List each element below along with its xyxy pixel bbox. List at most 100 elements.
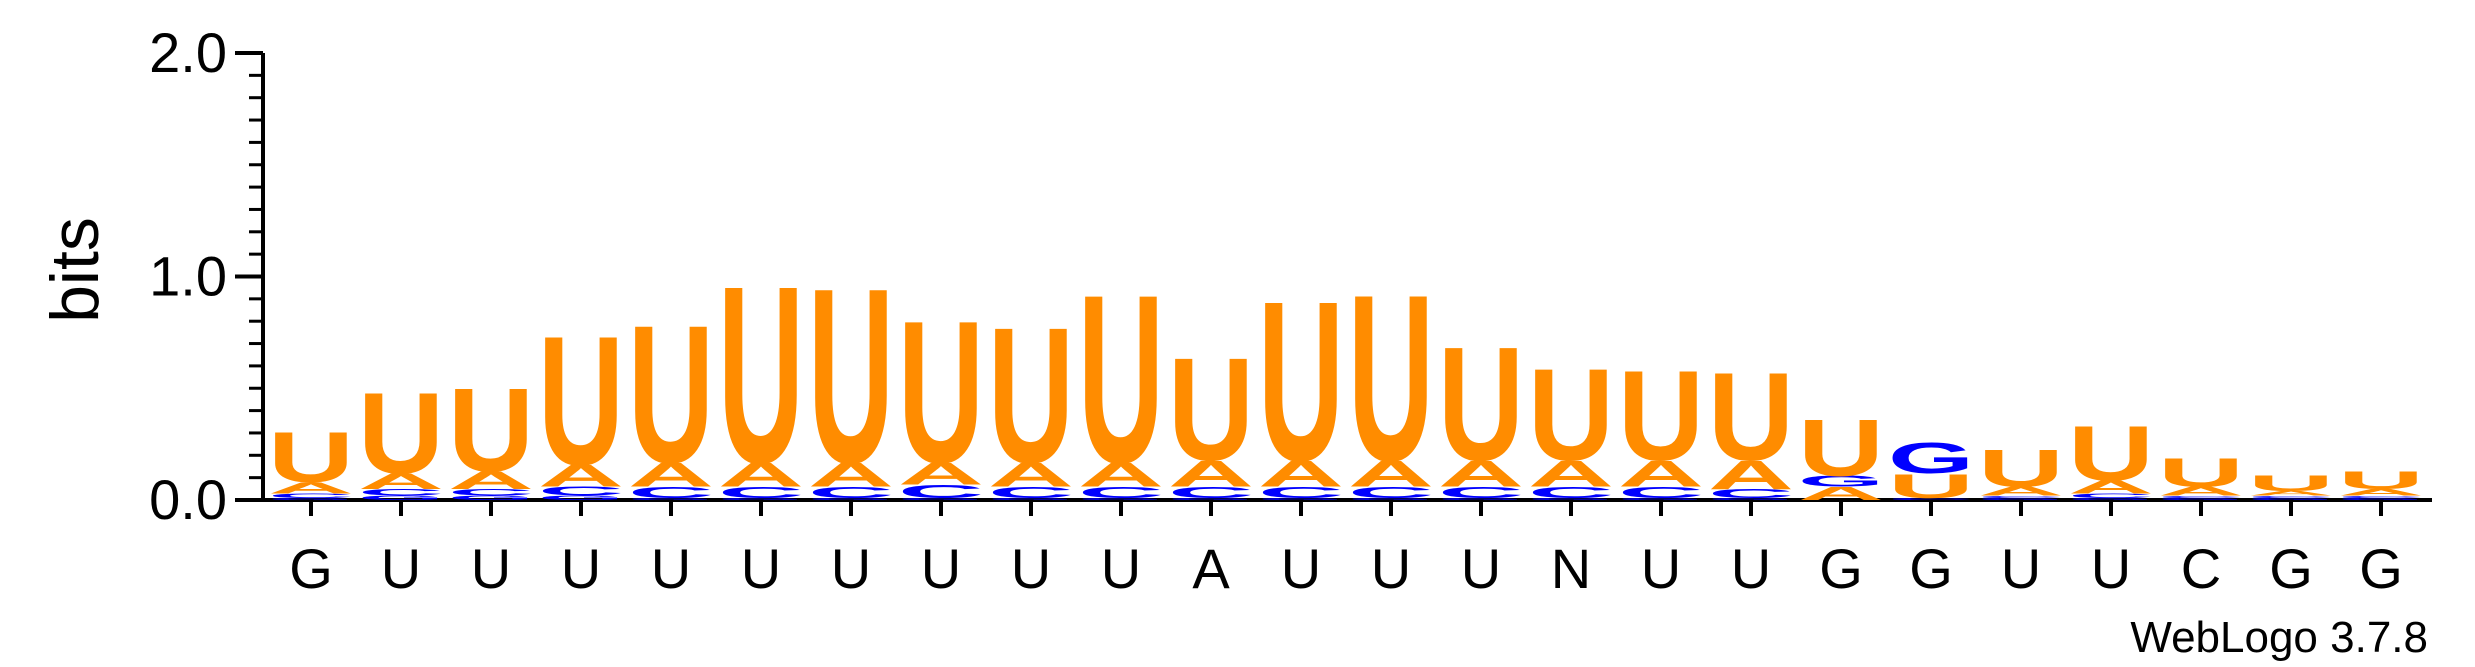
logo-letter-C: C [2068, 492, 2154, 499]
logo-letter-A: A [2068, 477, 2154, 498]
logo-letter-C: C [1258, 484, 1344, 501]
logo-letter-G: G [358, 494, 444, 501]
x-tick-label: G [1909, 537, 1953, 600]
logo-letter-G: G [1978, 497, 2064, 501]
logo-letter-U: U [1258, 253, 1344, 509]
axes: 0.01.02.0 [149, 21, 2432, 531]
logo-letter-A: A [358, 469, 444, 493]
logo-letter-U: U [1978, 439, 2064, 498]
logo-letter-G: G [628, 497, 714, 501]
logo-letter-G: G [1078, 497, 1164, 501]
logo-letter-G: G [718, 497, 804, 501]
logo-letter-A: A [2248, 490, 2334, 497]
x-tick-label: U [561, 537, 601, 600]
logo-letter-G: G [2338, 497, 2424, 501]
y-axis-label: bits [37, 217, 113, 323]
logo-letter-A: A [1258, 453, 1344, 495]
logo-letter-C: C [988, 484, 1074, 501]
logo-letter-G: G [1258, 497, 1344, 501]
logo-letter-C: C [1348, 484, 1434, 501]
logo-letter-C: C [628, 484, 714, 501]
x-tick-label: U [2001, 537, 2041, 600]
logo-letter-G: G [1798, 473, 1884, 490]
logo-letter-A: A [718, 456, 804, 494]
logo-letter-U: U [358, 369, 444, 498]
x-tick-label: U [1641, 537, 1681, 600]
weblogo-credit: WebLogo 3.7.8 [2130, 613, 2428, 662]
logo-letter-U: U [1798, 402, 1884, 493]
logo-letter-U: U [2248, 472, 2334, 496]
logo-letter-G: G [2158, 497, 2244, 501]
logo-letter-C: C [898, 481, 984, 502]
logo-letter-A: A [628, 456, 714, 494]
logo-letter-C: C [808, 484, 894, 501]
logo-letter-C: C [1438, 484, 1524, 501]
logo-letter-G: G [808, 497, 894, 501]
logo-letter-U: U [628, 285, 714, 504]
x-tick-label: U [1731, 537, 1771, 600]
logo-letter-G: G [2248, 497, 2334, 501]
logo-letter-U: U [1618, 345, 1704, 488]
logo-letter-G: G [1888, 434, 1974, 483]
x-tick-label: A [1192, 537, 1230, 600]
logo-letter-C: C [1078, 484, 1164, 501]
logo-letter-G: G [1708, 497, 1794, 501]
x-tick-label: G [2359, 537, 2403, 600]
logo-letter-A: A [898, 456, 984, 491]
logo-letter-A: A [268, 479, 354, 496]
logo-letter-G: G [988, 497, 1074, 501]
logo-letter-U: U [898, 279, 984, 506]
logo-letter-C: C [2338, 495, 2424, 498]
x-tick-label: U [2091, 537, 2131, 600]
logo-letter-C: C [2158, 495, 2244, 498]
logo-letter-U: U [2068, 410, 2154, 497]
y-tick-label: 1.0 [149, 245, 227, 308]
logo-letter-G: G [2068, 497, 2154, 501]
logo-letter-G: G [448, 494, 534, 501]
x-tick-label: U [741, 537, 781, 600]
logo-letter-C: C [1168, 484, 1254, 501]
logo-letter-C: C [2248, 495, 2334, 498]
logo-letter-C: C [538, 484, 624, 498]
logo-letter-A: A [1618, 453, 1704, 495]
logo-letter-C: C [1888, 497, 1974, 500]
logo-letter-C: C [1708, 486, 1794, 500]
logo-letter-A: A [1528, 453, 1614, 495]
logo-letter-C: C [358, 487, 444, 497]
position-stack: AGU [1798, 402, 1884, 504]
x-tick-label: U [1101, 537, 1141, 600]
logo-letter-G: G [538, 494, 624, 501]
logo-letter-G: G [898, 497, 984, 501]
logo-letter-U: U [1348, 245, 1434, 510]
logo-letter-U: U [1078, 245, 1164, 514]
logo-letter-U: U [988, 289, 1074, 505]
logo-letter-A: A [448, 466, 534, 494]
logo-letter-A: A [808, 456, 894, 494]
logo-letter-G: G [1168, 497, 1254, 501]
logo-letter-A: A [1798, 483, 1884, 504]
y-tick-label: 0.0 [149, 468, 227, 531]
logo-letter-U: U [2158, 450, 2244, 496]
logo-letter-A: A [1708, 452, 1794, 498]
logo-letter-C: C [1528, 484, 1614, 501]
logo-letter-U: U [538, 298, 624, 503]
logo-letter-U: U [448, 364, 534, 497]
x-tick-label: C [2181, 537, 2221, 600]
